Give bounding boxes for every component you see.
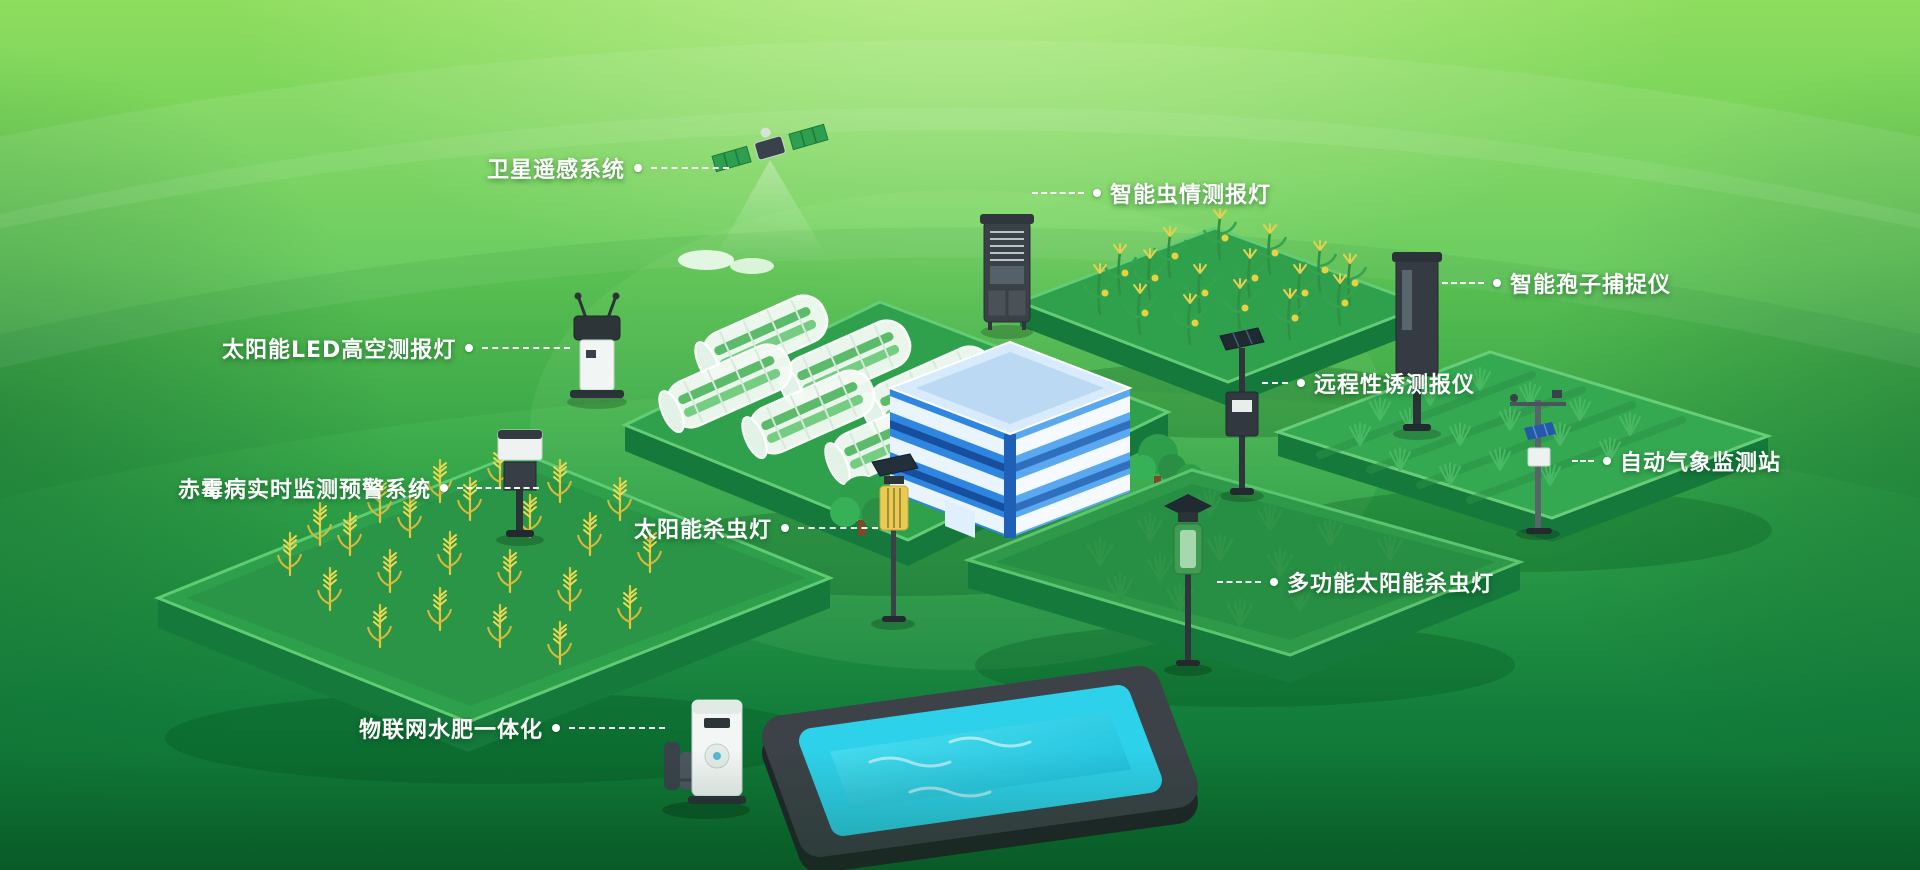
callout-spore-catcher: 智能孢子捕捉仪 [1442,268,1671,298]
callout-label: 多功能太阳能杀虫灯 [1287,572,1495,597]
leader-line [651,167,730,169]
leader-line [798,527,879,529]
leader-line [1032,192,1084,194]
callout-solar-led-high-altitude-lamp: 太阳能LED高空测报灯 [222,333,571,363]
satellite-icon [711,123,829,173]
leader-line [482,347,571,349]
callout-label: 智能虫情测报灯 [1110,183,1272,208]
bullet-dot-icon [634,164,643,172]
callout-insect-monitoring-lamp: 智能虫情测报灯 [1032,178,1271,208]
bullet-dot-icon [1093,189,1101,197]
callout-auto-weather-station: 自动气象监测站 [1572,446,1781,476]
callout-scab-realtime-warning-system: 赤霉病实时监测预警系统 [178,473,540,503]
callout-satellite-remote-sensing: 卫星遥感系统 [487,153,730,183]
callout-multifunction-solar-insecticidal-lamp: 多功能太阳能杀虫灯 [1217,567,1494,597]
callout-label: 远程性诱测报仪 [1314,373,1476,398]
bullet-dot-icon [552,724,561,732]
callout-label: 智能孢子捕捉仪 [1510,273,1672,298]
bullet-dot-icon [440,484,449,492]
bullet-dot-icon [1603,457,1611,465]
leader-line [1217,581,1261,583]
callout-remote-pheromone-monitor: 远程性诱测报仪 [1262,368,1475,398]
office-building [887,340,1133,538]
device-satellite-remote-sensing [678,123,829,274]
bullet-dot-icon [1297,379,1305,387]
callout-label: 物联网水肥一体化 [359,718,544,743]
rice-field [1272,350,1773,572]
irrigation-pond [762,666,1198,870]
bullet-dot-icon [465,344,474,352]
leader-line [457,487,540,489]
leader-line [1442,282,1484,284]
wheat-field [153,444,835,784]
device-solar-led-high-altitude-lamp [567,292,627,409]
bullet-dot-icon [781,524,790,532]
leader-line [1572,460,1594,462]
device-spore-catcher [1392,252,1442,440]
leader-line [1262,382,1288,384]
device-solar-insecticidal-lamp [871,453,919,630]
device-scab-realtime-warning-system [496,429,544,546]
callout-iot-water-fertilizer-integration: 物联网水肥一体化 [359,713,666,743]
callout-solar-insecticidal-lamp: 太阳能杀虫灯 [634,513,879,543]
clouds [678,250,774,274]
device-remote-pheromone-monitor [1219,327,1265,502]
callout-label: 太阳能LED高空测报灯 [222,338,457,363]
bullet-dot-icon [1270,578,1278,586]
bullet-dot-icon [1493,279,1501,287]
callout-label: 赤霉病实时监测预警系统 [178,478,432,503]
device-multifunction-solar-insecticidal-lamp [1164,494,1212,676]
device-iot-water-fertilizer-integration [662,699,750,819]
device-auto-weather-station [1510,390,1566,540]
leader-line [569,727,666,729]
callout-label: 卫星遥感系统 [487,158,626,183]
callout-label: 自动气象监测站 [1620,451,1782,476]
callout-label: 太阳能杀虫灯 [634,518,773,543]
device-insect-monitoring-lamp [980,214,1034,339]
